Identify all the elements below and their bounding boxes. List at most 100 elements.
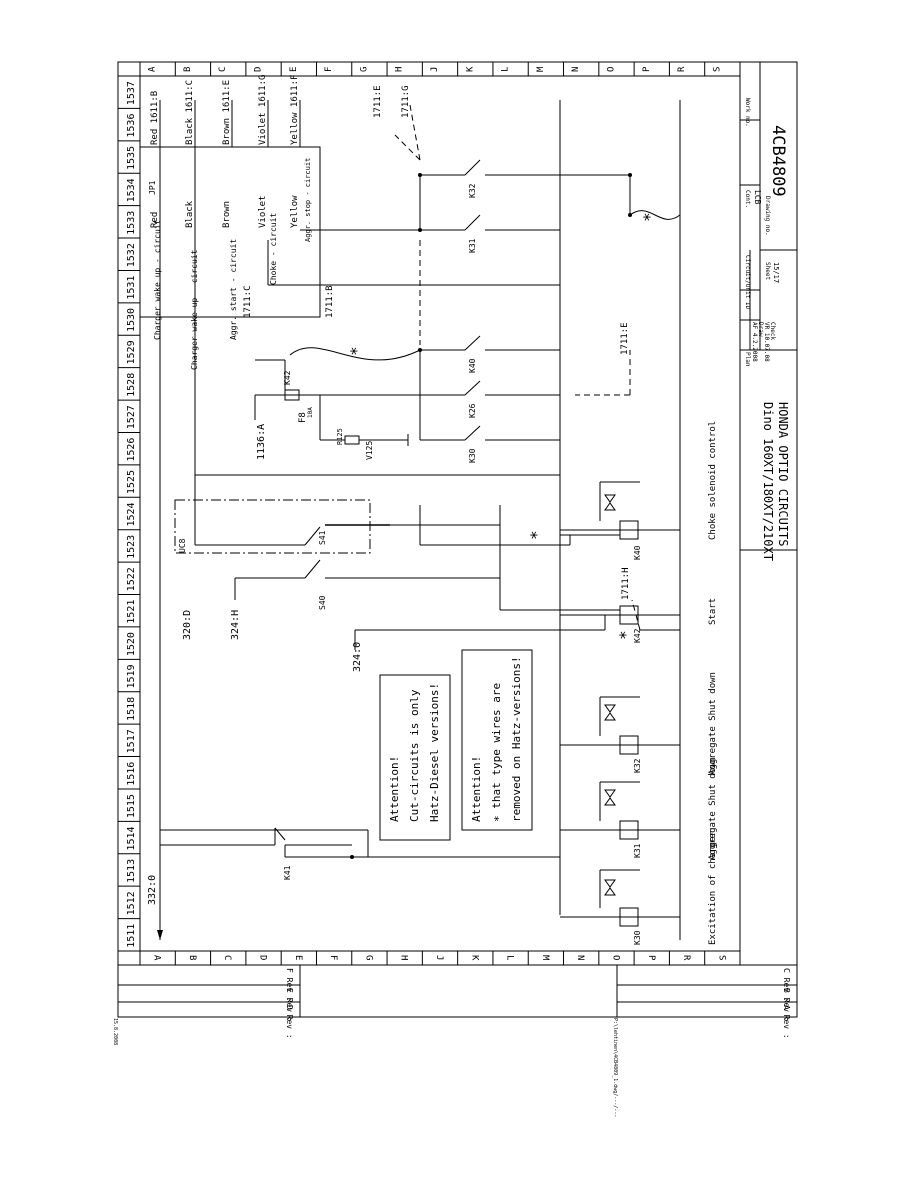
- row-label: G: [363, 955, 373, 960]
- column-label: 1536: [126, 114, 137, 138]
- ref-1711-g: 1711:G: [401, 85, 411, 118]
- column-label: 1521: [126, 600, 137, 624]
- ref-1711-e-mid: 1711:E: [620, 322, 630, 355]
- row-label: H: [399, 955, 409, 960]
- rev-f: F Rev :: [285, 968, 294, 1002]
- sheet-border: [117, 61, 798, 1018]
- func-k31: Aggregate Shut down: [708, 757, 718, 860]
- k41-label: K41: [283, 865, 292, 880]
- rev-a: A Rev :: [782, 1005, 791, 1039]
- rev-d: D Rev :: [285, 1005, 294, 1039]
- charger-wake-label-1: Charger wake up - circuit: [153, 219, 162, 340]
- note-hatz-wires: Attention! ∗ that type wires are removed…: [461, 649, 533, 831]
- func-k32: Aggregate Shut down: [708, 672, 718, 775]
- wire-yellow: Yellow: [290, 195, 300, 228]
- plan-label: Plan: [744, 352, 751, 367]
- ref-1711-e-top: 1711:E: [373, 85, 383, 118]
- rev-b: B Rev :: [782, 988, 791, 1022]
- column-label: 1528: [126, 373, 137, 397]
- wire-colors: Red Black Brown Violet Yellow: [150, 195, 300, 228]
- note2-line2: removed on Hatz-versions!: [510, 656, 523, 822]
- s41-label: S41: [318, 530, 327, 545]
- row-label: B: [183, 67, 193, 72]
- column-label: 1524: [126, 502, 137, 526]
- row-label: N: [575, 955, 585, 960]
- ref-1711-c: 1711:C: [243, 285, 253, 318]
- draw-label: Draw: [757, 322, 764, 337]
- revision-block: F Rev : E Rev : D Rev : C Rev : B Rev : …: [112, 965, 797, 1117]
- row-label: J: [434, 955, 444, 960]
- column-label: 1526: [126, 438, 137, 462]
- title-block: Work no. Cont. LCB Circuit/Unit ID Drawi…: [740, 62, 797, 561]
- uc8-boundary: [174, 499, 371, 554]
- ref-324-h: 324:H: [230, 610, 241, 640]
- work-no-label: Work no.: [744, 98, 751, 127]
- ref-1611-f: Yellow 1611:F: [290, 75, 300, 145]
- rev-e: E Rev :: [285, 988, 294, 1022]
- k26-label: K26: [468, 403, 477, 418]
- asterisk-marker: ∗: [524, 530, 543, 540]
- reference-labels: 332:0 320:D 324:H 324:0 1136:A Red 1611:…: [147, 75, 631, 905]
- func-k40: Choke solenoid control: [708, 421, 718, 540]
- drawing-number: 4CB4809: [768, 125, 788, 197]
- column-label: 1519: [126, 664, 137, 688]
- column-label: 1525: [126, 470, 137, 494]
- aggr-start-label: Aggr. start - circuit: [229, 239, 238, 340]
- plan-value: AF 4.2.2008: [751, 322, 758, 362]
- k32-label: K32: [633, 758, 642, 773]
- cont-label: Cont.: [744, 190, 751, 208]
- draw-value: VR 10.07.08: [763, 322, 770, 362]
- k40-contact-label: K40: [468, 358, 477, 373]
- row-label: P: [642, 66, 652, 72]
- row-label: S: [716, 955, 726, 960]
- note1-title: Attention!: [388, 756, 401, 822]
- ref-324-0: 324:0: [352, 642, 363, 672]
- r125-label: R125: [336, 428, 344, 445]
- row-label: O: [606, 67, 616, 72]
- row-label: S: [712, 67, 722, 72]
- component-labels: K30 K31 K32 K40 K41 K42 K42 K26 K30 K40 …: [148, 180, 642, 945]
- uc8-label: UC8: [178, 538, 187, 553]
- row-label: J: [430, 67, 440, 72]
- note-cut-circuits: Attention! Cut-circuits is only Hatz-Die…: [379, 674, 451, 841]
- column-label: 1533: [126, 211, 137, 235]
- column-label: 1511: [126, 924, 137, 948]
- row-label: L: [501, 67, 511, 72]
- row-label: R: [677, 66, 687, 72]
- circuit-labels: Charger wake up - circuit Charger wake u…: [153, 158, 312, 370]
- row-label: K: [469, 955, 479, 961]
- cont-value: LCB: [753, 190, 762, 205]
- jp1-label: JP1: [148, 180, 157, 195]
- row-label: D: [254, 67, 264, 72]
- sheet-label: Sheet: [764, 262, 771, 280]
- column-label: 1512: [126, 891, 137, 915]
- k42-contact-label: K42: [283, 370, 292, 385]
- ref-1611-c: Black 1611:C: [185, 80, 195, 145]
- wire-brown: Brown: [222, 201, 232, 228]
- row-label: H: [395, 67, 405, 72]
- row-label: M: [536, 66, 546, 72]
- note1-line1: Cut-circuits is only: [408, 689, 421, 822]
- row-label: G: [359, 67, 369, 72]
- wiring: [139, 100, 681, 940]
- row-label: L: [505, 955, 515, 960]
- note1-line2: Hatz-Diesel versions!: [428, 683, 441, 822]
- column-label: 1518: [126, 697, 137, 721]
- column-label: 1513: [126, 859, 137, 883]
- v125-label: V125: [365, 441, 374, 460]
- choke-label: Choke - circuit: [269, 213, 278, 285]
- ref-1611-b: Red 1611:B: [150, 91, 160, 145]
- row-label: C: [222, 955, 232, 960]
- column-label: 1516: [126, 762, 137, 786]
- note2-title: Attention!: [470, 756, 483, 822]
- led-diode-pairs: [599, 481, 640, 908]
- k30-contact-label: K30: [468, 448, 477, 463]
- column-label: 1532: [126, 243, 137, 267]
- charger-wake-label-2: Charger wake up - circuit: [190, 249, 199, 370]
- asterisk-marker: ∗: [613, 630, 632, 640]
- column-label: 1529: [126, 340, 137, 364]
- row-label: O: [610, 955, 620, 960]
- print-date: 15.8.2008: [112, 1018, 118, 1045]
- row-label: M: [540, 955, 550, 961]
